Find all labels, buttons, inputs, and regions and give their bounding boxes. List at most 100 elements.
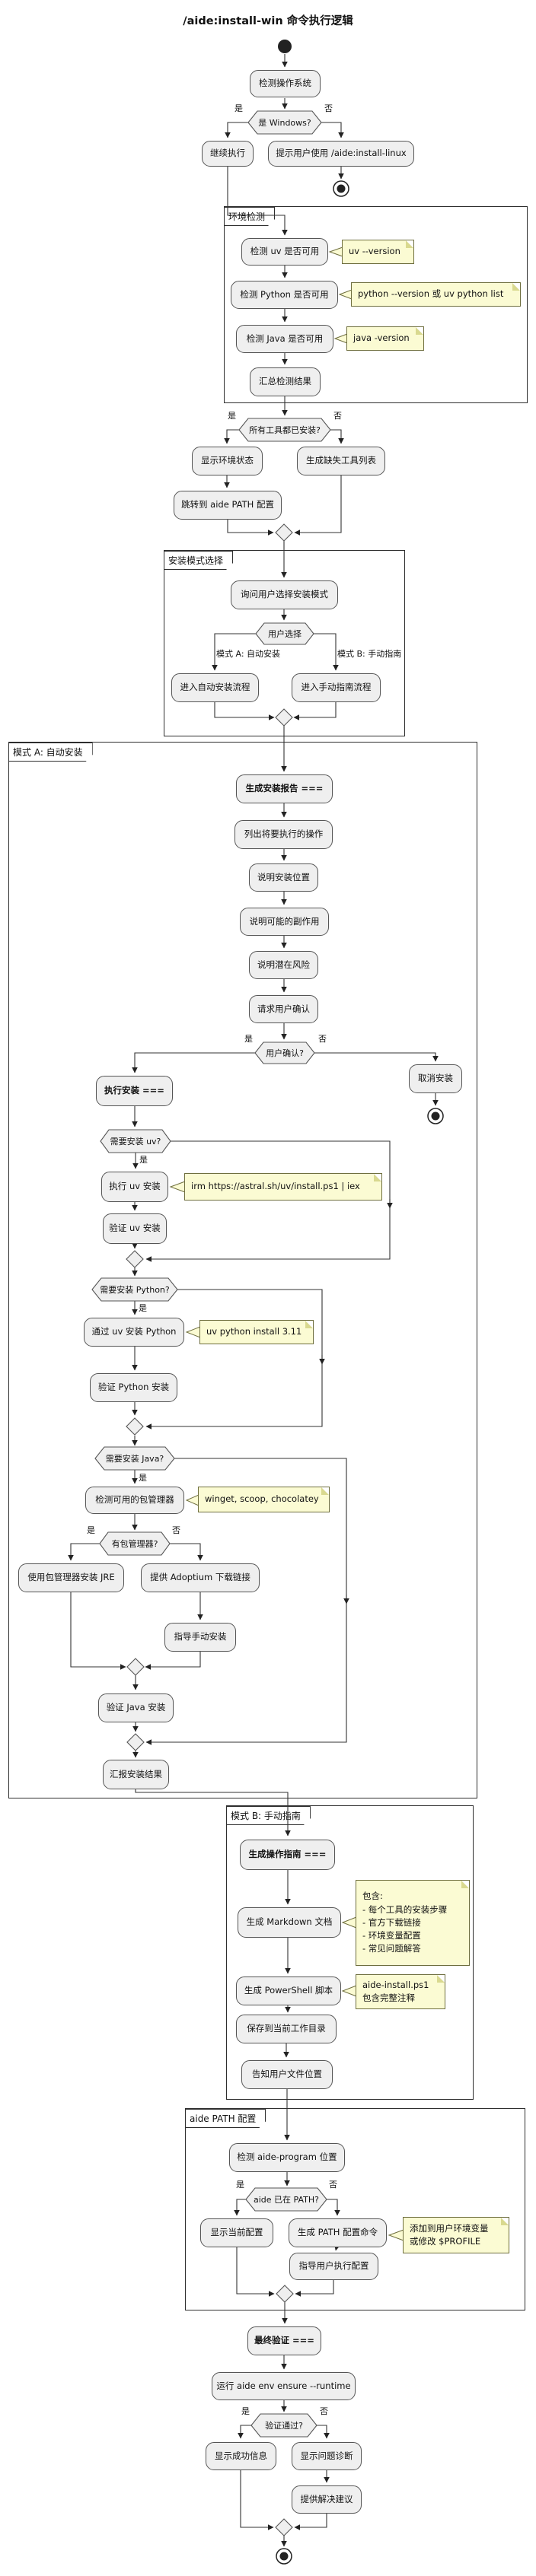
activity-gen-missing-list: 生成缺失工具列表 [297, 447, 385, 475]
activity-guide-user-config: 指导用户执行配置 [289, 2253, 378, 2280]
activity-inform-file-location: 告知用户文件位置 [241, 2060, 333, 2089]
note-text: uv python install 3.11 [206, 1326, 302, 1337]
note-irm-install: irm https://astral.sh/uv/install.ps1 | i… [184, 1173, 382, 1201]
merge-diamond [275, 523, 293, 542]
note-text: - 每个工具的安装步骤 [362, 1903, 448, 1915]
activity-explain-risks: 说明潜在风险 [249, 951, 318, 979]
branch-no: 否 [329, 2180, 337, 2190]
activity-list-ops: 列出将要执行的操作 [234, 820, 333, 849]
branch-yes: 是 [228, 411, 236, 421]
merge-diamond [275, 2518, 293, 2536]
end-node-final [276, 2548, 292, 2565]
branch-yes: 是 [87, 1525, 95, 1535]
branch-no: 否 [318, 1034, 327, 1044]
activity-show-diagnosis: 显示问题诊断 [292, 2442, 362, 2470]
note-text: python --version 或 uv python list [358, 288, 504, 300]
note-text: 包含: [362, 1891, 383, 1902]
activity-gen-path-cmd: 生成 PATH 配置命令 [289, 2218, 387, 2247]
activity-use-linux: 提示用户使用 /aide:install-linux [268, 141, 414, 167]
note-text: uv --version [349, 246, 400, 257]
note-text: irm https://astral.sh/uv/install.ps1 | i… [191, 1181, 360, 1192]
branch-no: 否 [324, 103, 333, 113]
partition-mode-b [226, 1805, 474, 2100]
partition-mode-a-tab: 模式 A: 自动安装 [8, 743, 93, 762]
activity-detect-aide-program: 检测 aide-program 位置 [229, 2143, 345, 2172]
activity-request-confirm: 请求用户确认 [249, 995, 318, 1023]
merge-diamond [275, 708, 293, 727]
activity-verify-uv: 验证 uv 安装 [103, 1213, 167, 1244]
note-text: 添加到用户环境变量 [410, 2222, 489, 2234]
merge-diamond [126, 1250, 144, 1268]
activity-gen-powershell: 生成 PowerShell 脚本 [236, 1977, 341, 2005]
activity-enter-manual: 进入手动指南流程 [292, 673, 381, 702]
merge-diamond [126, 1658, 145, 1676]
branch-yes: 是 [139, 1303, 147, 1313]
branch-yes: 是 [139, 1473, 147, 1483]
activity-detect-pkg-managers: 检测可用的包管理器 [85, 1487, 184, 1514]
note-markdown-contents: 包含: - 每个工具的安装步骤 - 官方下载链接 - 环境变量配置 - 常见问题… [356, 1880, 470, 1966]
end-node-cancel [427, 1108, 444, 1124]
partition-env-tab: 环境检测 [224, 207, 275, 226]
activity-report-install-results: 汇报安装结果 [103, 1760, 169, 1789]
activity-save-cwd: 保存到当前工作目录 [236, 2015, 337, 2043]
decision-shape-need-java [94, 1446, 175, 1471]
decision-shape-need-python [91, 1277, 178, 1302]
activity-detect-os: 检测操作系统 [250, 70, 321, 97]
note-uv-python-install: uv python install 3.11 [199, 1320, 314, 1344]
note-text: - 常见问题解答 [362, 1943, 421, 1954]
activity-gen-guide: 生成操作指南 === [240, 1840, 335, 1870]
activity-show-env-status: 显示环境状态 [192, 447, 263, 475]
activity-gen-report: 生成安装报告 === [236, 774, 333, 803]
decision-need-python: 需要安装 Python? [100, 1285, 170, 1295]
activity-install-jre: 使用包管理器安装 JRE [18, 1563, 124, 1592]
note-python-version: python --version 或 uv python list [351, 282, 521, 307]
activity-run-ensure: 运行 aide env ensure --runtime [212, 2372, 356, 2400]
end-node-linux [333, 180, 349, 197]
decision-shape-is-windows [247, 110, 322, 135]
decision-need-java: 需要安装 Java? [105, 1454, 164, 1464]
note-text: - 官方下载链接 [362, 1916, 421, 1928]
activity-install-python-via-uv: 通过 uv 安装 Python [84, 1318, 184, 1347]
activity-gen-markdown: 生成 Markdown 文档 [238, 1907, 341, 1938]
decision-aide-in-path: aide 已在 PATH? [254, 2195, 319, 2205]
partition-mode-a [8, 742, 477, 1798]
activity-show-success: 显示成功信息 [206, 2442, 276, 2470]
partition-aide-path-tab: aide PATH 配置 [185, 2109, 266, 2128]
note-pkg-managers: winget, scoop, chocolatey [198, 1487, 330, 1512]
branch-mode-b: 模式 B: 手动指南 [337, 649, 402, 659]
activity-exec-uv-install: 执行 uv 安装 [101, 1172, 168, 1202]
activity-guide-manual-install: 指导手动安装 [164, 1623, 236, 1652]
activity-exec-install: 执行安装 === [96, 1076, 173, 1106]
decision-is-windows: 是 Windows? [258, 118, 311, 128]
partition-mode-b-tab: 模式 B: 手动指南 [226, 1806, 311, 1825]
activity-provide-suggestions: 提供解决建议 [292, 2485, 362, 2514]
activity-check-uv: 检测 uv 是否可用 [241, 238, 328, 266]
decision-all-installed: 所有工具都已安装? [249, 425, 321, 435]
note-java-version: java -version [346, 326, 424, 351]
activity-explain-side-effects: 说明可能的副作用 [240, 908, 329, 936]
activity-provide-adoptium: 提供 Adoptium 下载链接 [141, 1563, 260, 1592]
activity-verify-java: 验证 Java 安装 [98, 1693, 174, 1722]
branch-no: 否 [333, 411, 342, 421]
decision-verify-pass: 验证通过? [265, 2421, 303, 2431]
activity-check-java: 检测 Java 是否可用 [236, 325, 333, 353]
decision-need-uv: 需要安装 uv? [110, 1137, 161, 1146]
start-node [278, 40, 292, 53]
decision-shape-need-uv [100, 1129, 171, 1153]
activity-summarize-results: 汇总检测结果 [250, 367, 321, 396]
branch-mode-a: 模式 A: 自动安装 [216, 649, 281, 659]
decision-shape-in-path [245, 2187, 327, 2212]
activity-cancel-install: 取消安装 [409, 1064, 462, 1093]
activity-continue: 继续执行 [202, 141, 254, 167]
note-uv-version: uv --version [342, 240, 414, 264]
decision-shape-all-installed [238, 418, 331, 442]
branch-no: 否 [320, 2406, 328, 2416]
decision-user-confirm: 用户确认? [266, 1048, 304, 1058]
note-path-config: 添加到用户环境变量 或修改 $PROFILE [403, 2217, 509, 2253]
decision-shape-user-confirm [254, 1042, 315, 1064]
note-text: 包含完整注释 [362, 1992, 415, 2003]
decision-shape-verify-pass [250, 2413, 317, 2438]
activity-goto-aide-path: 跳转到 aide PATH 配置 [174, 491, 282, 520]
decision-shape-has-pkg [99, 1531, 171, 1556]
